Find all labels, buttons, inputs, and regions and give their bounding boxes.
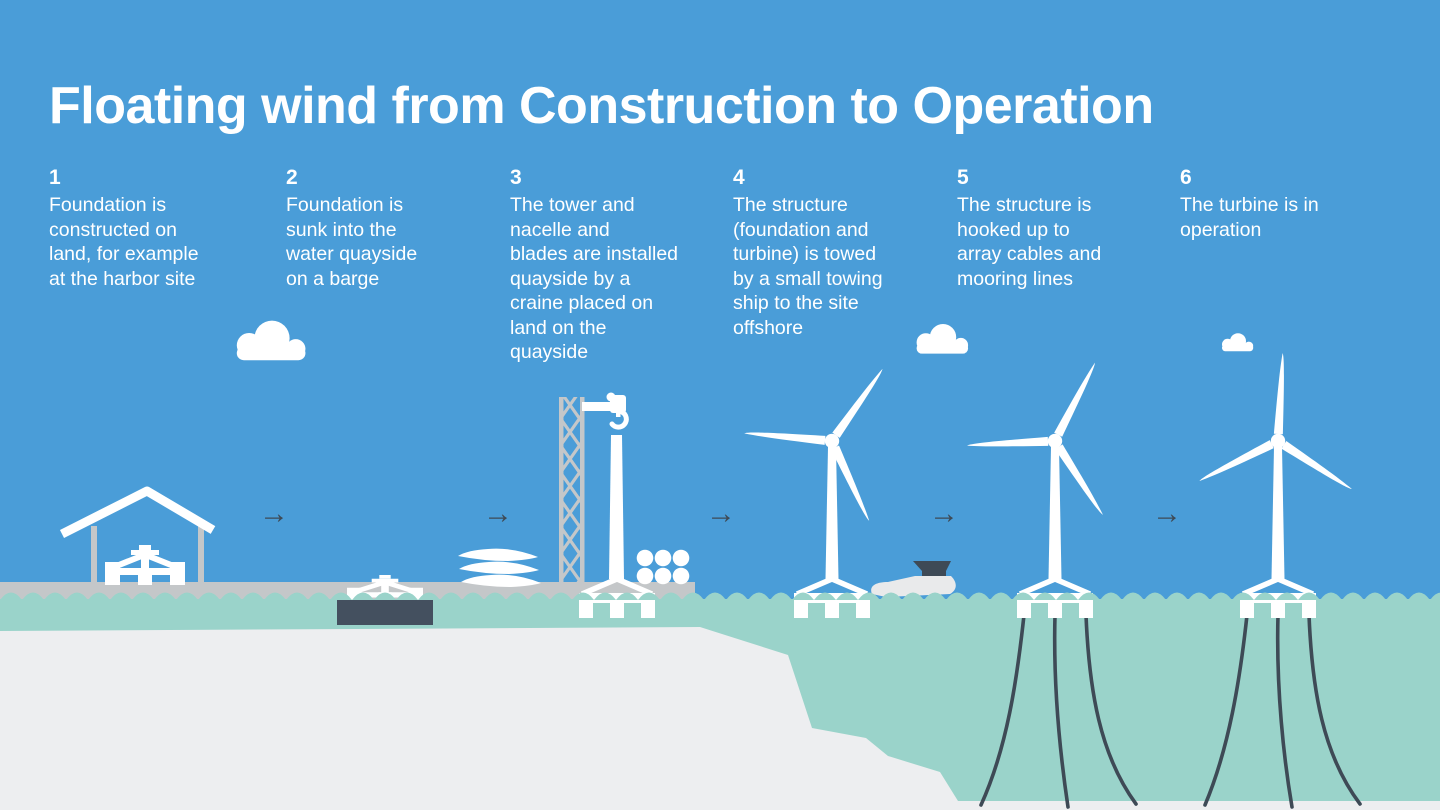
blade-stack-icon bbox=[458, 548, 541, 587]
step-5: 5 The structure is hooked up to array ca… bbox=[957, 165, 1175, 291]
turbine-icon-towed bbox=[740, 324, 946, 618]
step-text: Foundation is constructed on land, for e… bbox=[49, 194, 199, 290]
step-number: 4 bbox=[733, 166, 745, 189]
step-1: 1 Foundation is constructed on land, for… bbox=[49, 165, 267, 291]
crane-icon bbox=[559, 392, 629, 583]
tower-on-foundation-icon bbox=[579, 435, 655, 618]
arrow-right-icon: → bbox=[929, 497, 959, 530]
foundation-icon bbox=[105, 545, 185, 585]
step-text: The structure (foundation and turbine) i… bbox=[733, 194, 883, 339]
tower-segments-icon bbox=[636, 549, 690, 585]
arrow-right-icon: → bbox=[1152, 497, 1182, 530]
seabed-cross-section bbox=[0, 627, 1440, 810]
step-number: 6 bbox=[1180, 166, 1192, 189]
step-text: The structure is hooked up to array cabl… bbox=[957, 194, 1102, 290]
page-title: Floating wind from Construction to Opera… bbox=[49, 76, 1154, 135]
step-text: Foundation is sunk into the water quaysi… bbox=[286, 194, 418, 290]
arrow-right-icon: → bbox=[259, 497, 289, 530]
turbine-icon-moored bbox=[963, 327, 1165, 618]
turbine-icon-operating bbox=[1197, 349, 1361, 618]
mooring-lines-icon bbox=[979, 613, 1362, 809]
step-number: 5 bbox=[957, 166, 969, 189]
step-number: 2 bbox=[286, 166, 298, 189]
harbor-shed-icon bbox=[59, 486, 216, 585]
barge-icon bbox=[337, 575, 433, 625]
step-number: 3 bbox=[510, 166, 522, 189]
cloud-icon bbox=[236, 320, 306, 361]
arrow-right-icon: → bbox=[483, 497, 513, 530]
step-3: 3 The tower and nacelle and blades are i… bbox=[510, 165, 728, 365]
step-text: The turbine is in operation bbox=[1180, 194, 1319, 241]
wave-crests bbox=[0, 590, 1440, 600]
cloud-icon bbox=[1222, 333, 1254, 352]
step-number: 1 bbox=[49, 166, 61, 189]
step-4: 4 The structure (foundation and turbine)… bbox=[733, 165, 951, 340]
arrow-right-icon: → bbox=[706, 497, 736, 530]
step-2: 2 Foundation is sunk into the water quay… bbox=[286, 165, 504, 291]
step-text: The tower and nacelle and blades are ins… bbox=[510, 194, 679, 363]
step-6: 6 The turbine is in operation bbox=[1180, 165, 1398, 242]
